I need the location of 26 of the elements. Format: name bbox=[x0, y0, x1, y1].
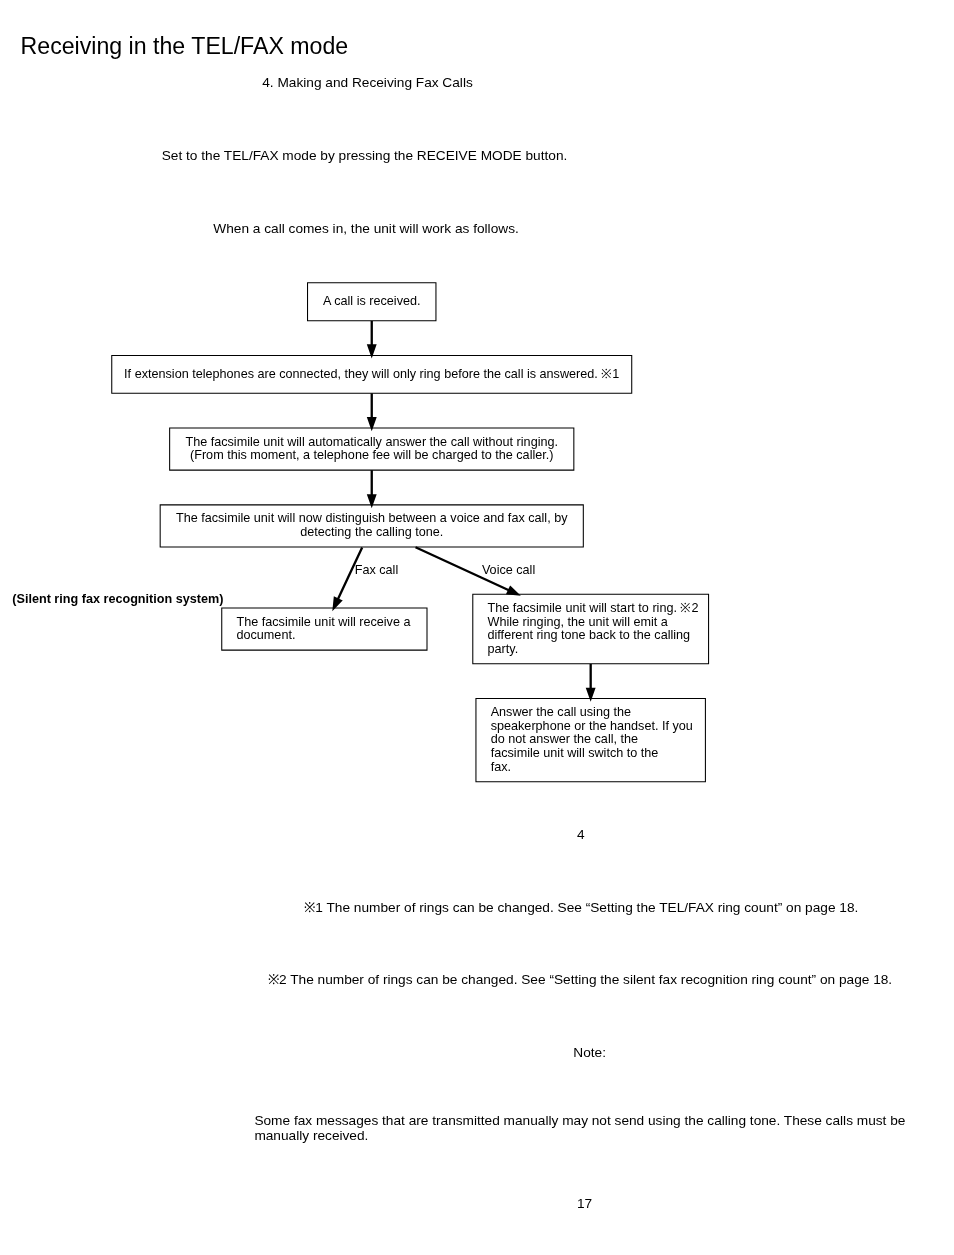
label: 4 bbox=[577, 826, 585, 842]
label: 4. Making and Receiving Fax Calls bbox=[262, 75, 473, 91]
node-box: The facsimile unit will now distinguish between a voice and fax call, by detecting the calling tone. bbox=[159, 504, 584, 548]
arrow bbox=[332, 546, 364, 612]
arrow bbox=[415, 546, 521, 596]
label: Set to the TEL/FAX mode by pressing the RECEIVE MODE button. bbox=[161, 148, 568, 164]
label: 17 bbox=[577, 1196, 593, 1212]
node-box: The facsimile unit will automatically answer the call without ringing. (From this moment, a telephone fee will be charged to the caller.) bbox=[169, 427, 575, 471]
label: ※2 The number of rings can be changed. See “Setting the silent fax recognition ring count” on page 18. bbox=[268, 972, 893, 988]
edge-label: Voice call bbox=[481, 562, 536, 577]
label: Some fax messages that are transmitted manually may not send using the calling tone. These calls must be manually received. bbox=[254, 1113, 906, 1143]
arrow bbox=[366, 320, 377, 359]
node-label: (Silent ring fax recognition system) bbox=[12, 592, 224, 607]
node-box: Answer the call using the speakerphone or the handset. If you do not answer the call, the facsimile unit will switch to the fax. bbox=[475, 698, 706, 783]
arrow bbox=[585, 664, 596, 702]
node-box: The facsimile unit will start to ring. ※2 While ringing, the unit will emit a different ring tone back to the calling party. bbox=[472, 593, 710, 665]
label: Note: bbox=[573, 1044, 606, 1060]
arrow bbox=[366, 393, 377, 432]
node-box: The facsimile unit will receive a document. bbox=[221, 607, 428, 651]
node-box: A call is received. bbox=[307, 282, 437, 322]
diagram-title: Receiving in the TEL/FAX mode bbox=[20, 32, 349, 59]
label: When a call comes in, the unit will work as follows. bbox=[213, 220, 519, 236]
arrow bbox=[366, 470, 377, 509]
node-box: If extension telephones are connected, they will only ring before the call is answered. ※1 bbox=[111, 354, 633, 394]
edge-label: Fax call bbox=[354, 562, 399, 577]
label: ※1 The number of rings can be changed. See “Setting the TEL/FAX ring count” on page 18. bbox=[304, 899, 859, 915]
